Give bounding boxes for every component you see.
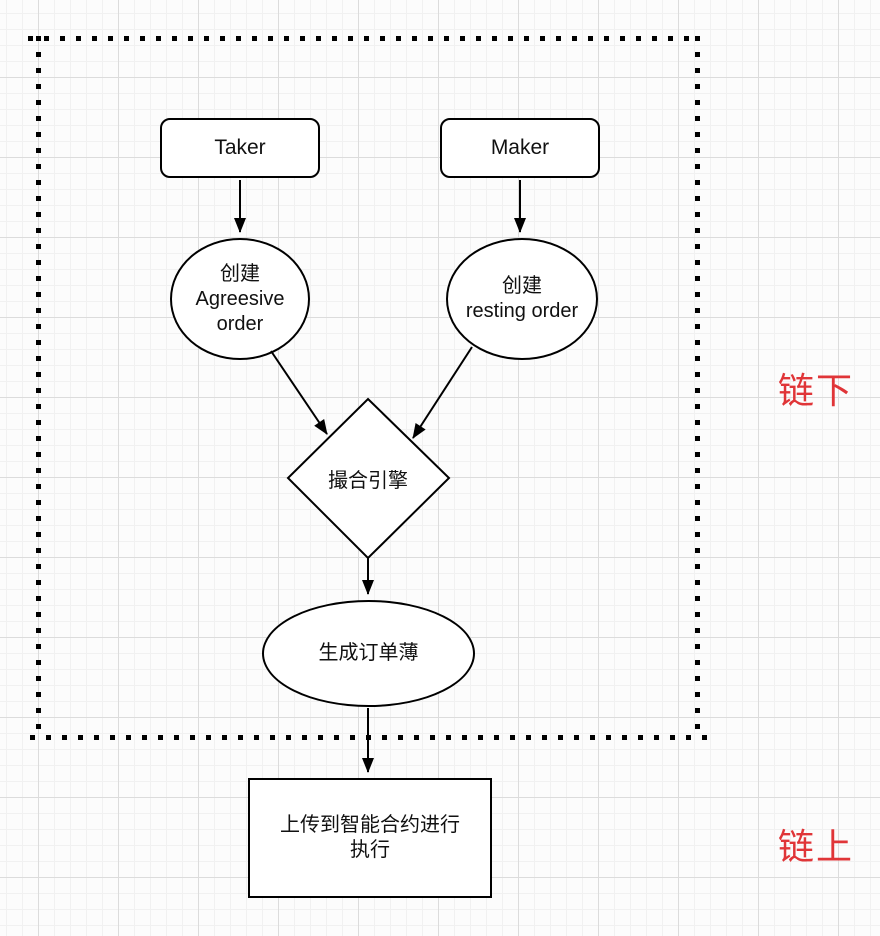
node-create-aggressive-order-line1: 创建 (220, 262, 260, 285)
node-matching-engine-label: 撮合引擎 (328, 469, 408, 492)
offchain-boundary-left (36, 36, 41, 739)
offchain-boundary-bottom (30, 735, 712, 740)
node-generate-order-book[interactable]: 生成订单薄 (262, 600, 475, 707)
node-maker[interactable]: Maker (440, 118, 600, 178)
region-label-on-chain[interactable]: 链上 (778, 826, 855, 867)
connector-resting-order-to-matching-engine[interactable] (412, 346, 473, 439)
node-upload-smart-contract-line2: 执行 (350, 839, 390, 861)
node-create-resting-order-line2: resting order (465, 300, 579, 322)
node-create-aggressive-order[interactable]: 创建 Agreesive order (170, 238, 310, 360)
node-create-resting-order[interactable]: 创建 resting order (446, 238, 598, 360)
node-matching-engine-shape[interactable] (286, 397, 451, 560)
offchain-boundary-top (28, 36, 700, 41)
region-label-off-chain[interactable]: 链下 (778, 370, 855, 411)
node-create-aggressive-order-line2: Agreesive (195, 287, 285, 310)
offchain-boundary-right (695, 36, 700, 739)
node-upload-smart-contract[interactable]: 上传到智能合约进行 执行 (248, 778, 492, 898)
node-upload-smart-contract-line1: 上传到智能合约进行 (280, 814, 460, 836)
node-create-aggressive-order-line3: order (216, 312, 264, 335)
node-create-resting-order-line1: 创建 (502, 275, 542, 297)
node-maker-label: Maker (490, 135, 550, 159)
node-taker[interactable]: Taker (160, 118, 320, 178)
connector-aggressive-order-to-matching-engine[interactable] (270, 350, 328, 435)
node-taker-label: Taker (214, 135, 266, 159)
node-generate-order-book-label: 生成订单薄 (318, 642, 419, 664)
